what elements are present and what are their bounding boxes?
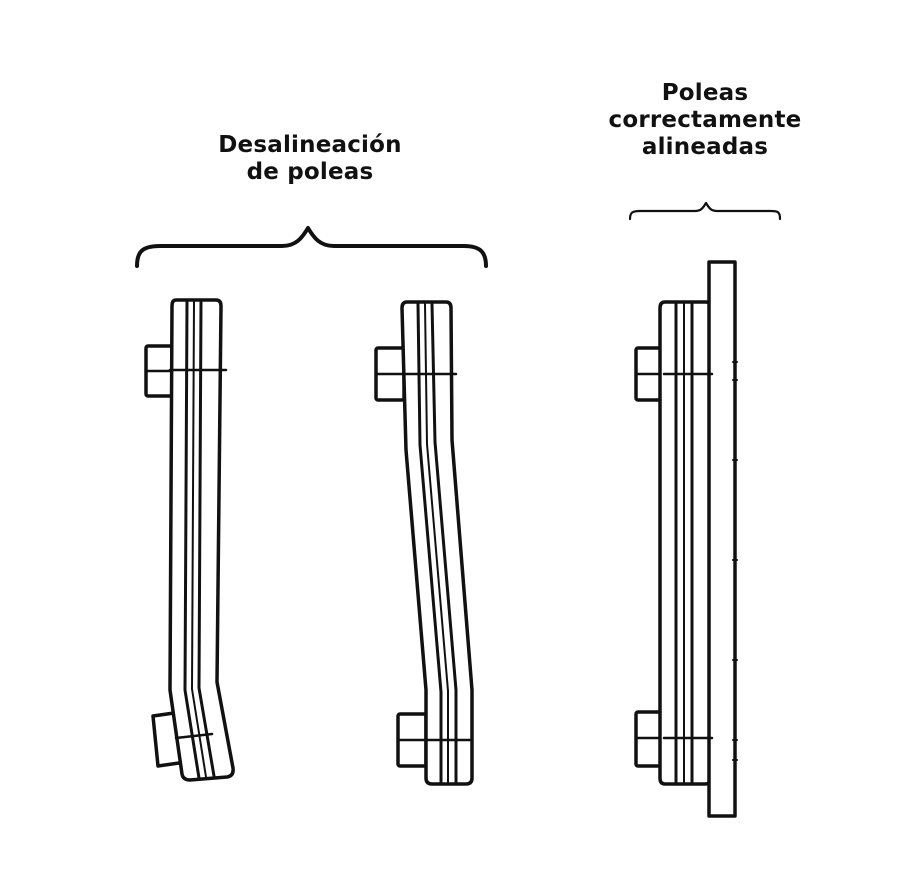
aligned-brace — [628, 201, 782, 221]
straightedge-bar — [707, 260, 737, 818]
aligned-label-line-1: Poleas — [661, 80, 749, 106]
misaligned-pulleys-label: Desalineación de poleas — [170, 132, 450, 186]
aligned-pulleys-label: Poleas correctamente alineadas — [580, 80, 830, 161]
angular-misalignment-pulley-group — [144, 298, 235, 782]
aligned-label-line-2: correctamente — [608, 107, 802, 133]
misaligned-brace — [135, 226, 488, 268]
misaligned-label-line-2: de poleas — [246, 159, 374, 185]
aligned-pulley-group — [634, 260, 738, 818]
misaligned-label-line-1: Desalineación — [218, 132, 402, 158]
parallel-misalignment-pulley-group — [374, 300, 474, 786]
aligned-label-line-3: alineadas — [641, 134, 769, 160]
